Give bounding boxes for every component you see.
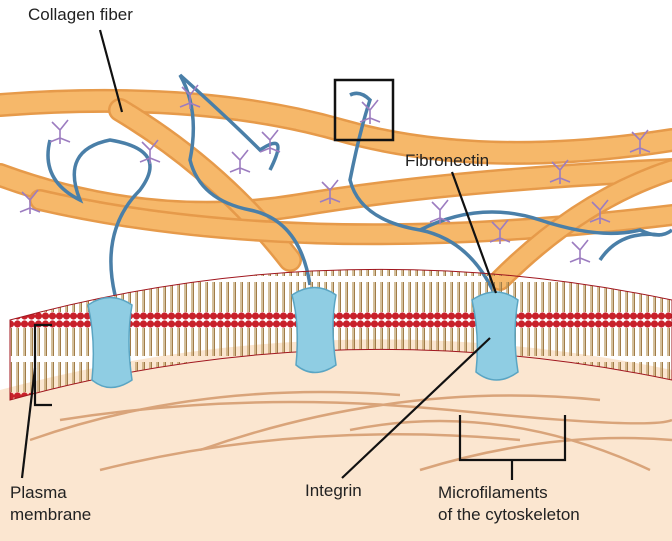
label-microfilaments-line2: of the cytoskeleton bbox=[438, 505, 580, 524]
fibronectin-strands bbox=[46, 73, 672, 296]
glycan-branches bbox=[19, 84, 651, 264]
label-collagen-fiber: Collagen fiber bbox=[28, 5, 133, 24]
label-plasma-membrane-line2: membrane bbox=[10, 505, 92, 524]
integrins bbox=[87, 286, 519, 389]
detail-box bbox=[333, 78, 395, 142]
label-plasma-membrane-line1: Plasma bbox=[10, 483, 67, 502]
cytoplasm bbox=[0, 339, 672, 541]
label-fibronectin: Fibronectin bbox=[405, 151, 490, 170]
microfilaments bbox=[29, 390, 672, 472]
collagen-fibers bbox=[0, 88, 672, 291]
label-integrin: Integrin bbox=[305, 481, 362, 500]
leader-lines bbox=[20, 29, 567, 480]
label-microfilaments-line1: Microfilaments bbox=[438, 483, 548, 502]
label-microfilaments: Microfilaments of the cytoskeleton bbox=[438, 482, 580, 526]
label-plasma-membrane: Plasma membrane bbox=[10, 482, 91, 526]
